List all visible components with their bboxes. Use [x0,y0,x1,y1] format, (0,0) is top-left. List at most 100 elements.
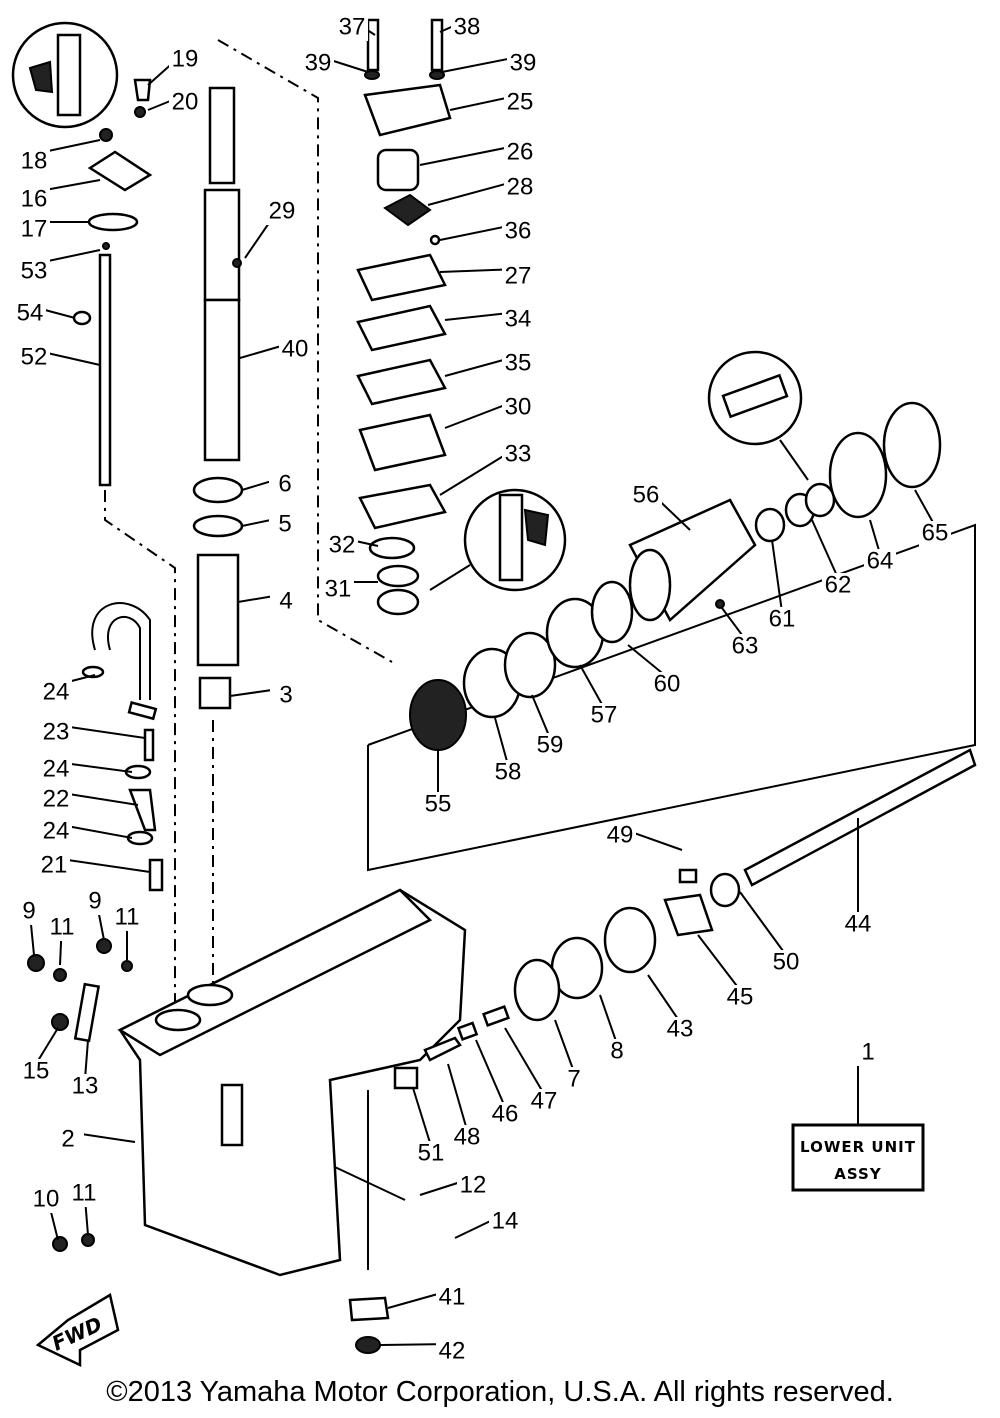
hose-fittings [81,602,164,892]
callout-34: 34 [505,305,532,332]
leader-line [531,694,551,739]
callout-background [40,819,72,845]
callout-17: 17 [21,215,48,242]
leader-line [504,1027,545,1095]
callout-38: 38 [454,13,481,40]
callout-background [18,217,50,243]
leader-line [475,1039,506,1108]
callout-background [415,1141,447,1167]
callout-background [664,1017,696,1043]
callout-63: 63 [732,632,759,659]
callout-44: 44 [845,910,872,937]
callout-48: 48 [454,1123,481,1150]
callout-11: 11 [50,913,75,940]
callout-background [68,1181,100,1207]
callout-43: 43 [667,1015,694,1042]
callout-14: 14 [492,1207,519,1234]
callout-61: 61 [769,605,796,632]
callout-30: 30 [505,393,532,420]
callout-background [169,90,201,116]
callout-3: 3 [279,681,292,708]
callout-background [489,1209,521,1235]
callout-background [842,912,874,938]
callout-background [504,140,536,166]
callout-37: 37 [339,13,366,40]
callout-24: 24 [43,755,70,782]
callout-50: 50 [773,948,800,975]
callout-background [489,1102,521,1128]
copyright-notice: ©2013 Yamaha Motor Corporation, U.S.A. A… [106,1376,894,1408]
callout-23: 23 [43,718,70,745]
drive-shaft-parts [192,476,244,710]
callout-background [40,757,72,783]
callout-46: 46 [492,1100,519,1127]
lower-casing [117,888,467,1277]
leader-line [721,607,746,640]
callout-background [18,149,50,175]
leader-line [697,934,741,991]
callout-background [336,15,368,41]
callout-background [111,905,143,931]
callout-background [422,792,454,818]
callout-background [79,889,111,915]
callout-background [269,512,301,538]
callout-background [451,1125,483,1151]
callout-32: 32 [329,531,356,558]
leader-line [447,1063,468,1131]
callout-background [14,301,46,327]
leader-line [739,891,787,956]
callout-background [436,1285,468,1311]
callout-background [38,853,70,879]
leader-line [35,1027,59,1065]
callout-10: 10 [33,1185,60,1212]
callout-27: 27 [505,262,532,289]
callout-19: 19 [172,45,199,72]
callout-background [502,442,534,468]
callout-background [436,1339,468,1365]
callout-background [270,683,302,709]
callout-background [270,589,302,615]
callout-background [52,1127,84,1153]
callout-41: 41 [439,1283,466,1310]
leader-line [869,519,881,555]
callout-33: 33 [505,440,532,467]
callout-24: 24 [43,817,70,844]
callout-9: 9 [22,897,35,924]
callout-6: 6 [278,470,291,497]
assy-label-line-1: LOWER UNIT [800,1138,916,1156]
callout-background [30,1187,62,1213]
water-pump-stack [356,18,452,616]
leader-line [771,539,783,613]
leader-line [914,489,936,527]
callout-background [20,1059,52,1085]
callout-background [18,187,50,213]
callout-background [534,733,566,759]
callout-background [457,1173,489,1199]
callout-35: 35 [505,349,532,376]
propeller-shaft-assembly [393,748,977,1090]
callout-background [326,533,358,559]
callout-26: 26 [507,138,534,165]
callout-49: 49 [607,821,634,848]
callout-background [46,915,78,941]
leader-line [494,717,509,766]
callout-background [766,607,798,633]
callout-62: 62 [825,571,852,598]
callout-background [919,521,951,547]
callout-12: 12 [460,1171,487,1198]
callout-background [630,483,662,509]
callout-background [13,899,45,925]
callout-9: 9 [88,887,101,914]
small-hardware [27,938,133,1252]
callout-background [279,337,311,363]
callout-background [322,577,354,603]
callout-59: 59 [537,731,564,758]
detail-circle-shift-seal [11,21,119,129]
detail-circle-oil-seal [429,488,567,592]
assy-label-line-2: ASSY [834,1165,882,1183]
callout-background [302,51,334,77]
callout-background [451,15,483,41]
callout-42: 42 [439,1337,466,1364]
